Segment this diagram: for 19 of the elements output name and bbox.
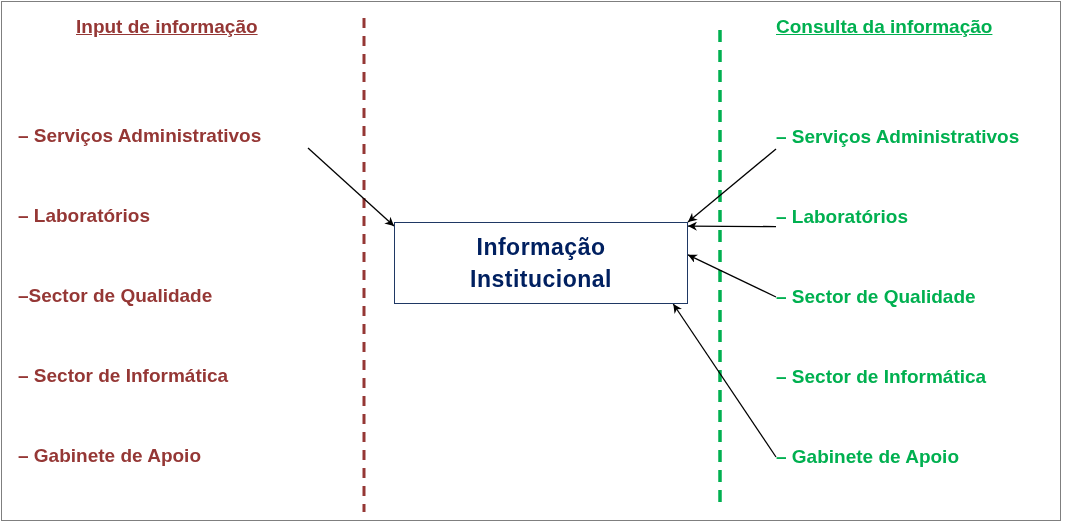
- list-item: – Serviços Administrativos: [18, 124, 308, 148]
- arrow: [307, 147, 395, 227]
- list-item: – Sector de Informática: [776, 365, 987, 389]
- list-item: – Gabinete de Apoio: [18, 444, 201, 468]
- column-heading: Consulta da informação: [776, 15, 993, 39]
- arrow: [687, 148, 777, 223]
- column-heading: Input de informação: [76, 15, 258, 39]
- list-item: –Sector de Qualidade: [18, 284, 213, 308]
- list-item: – Sector de Qualidade: [776, 285, 976, 309]
- list-item: – Laboratórios: [776, 205, 976, 229]
- arrow: [687, 221, 777, 231]
- list-item: – Sector de Informática: [18, 364, 229, 388]
- list-item: – Laboratórios: [18, 204, 150, 228]
- list-item: – Gabinete de Apoio: [776, 445, 976, 469]
- box-title: Informação Institucional: [469, 233, 613, 294]
- list-item: – Serviços Administrativos: [776, 125, 1066, 149]
- process-box: [394, 222, 688, 304]
- arrow: [687, 254, 777, 298]
- arrow: [672, 303, 777, 458]
